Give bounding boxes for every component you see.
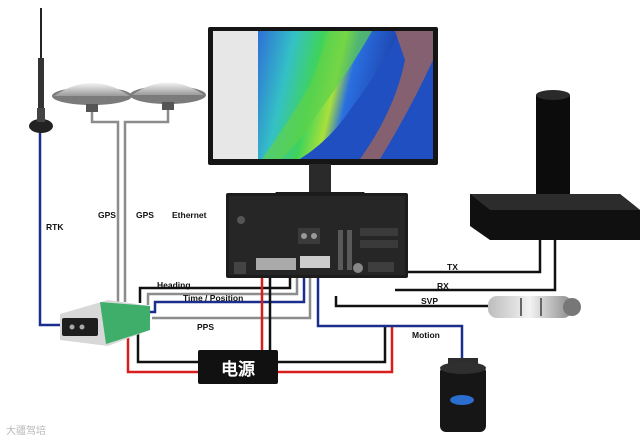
time-position-label: Time / Position bbox=[183, 293, 243, 303]
power-supply-label: 电源 bbox=[221, 355, 255, 380]
rtk-antenna bbox=[29, 8, 53, 133]
watermark: 大疆驾培 bbox=[6, 422, 46, 437]
svp-probe bbox=[488, 296, 581, 318]
motion-label: Motion bbox=[412, 330, 440, 340]
gnss-receiver bbox=[60, 300, 150, 346]
motion-sensor bbox=[440, 358, 486, 432]
gps-label-1: GPS bbox=[98, 210, 116, 220]
monitor bbox=[208, 27, 438, 202]
rx-label: RX bbox=[437, 281, 449, 291]
gps-antenna-2 bbox=[130, 83, 206, 111]
transducer bbox=[470, 90, 640, 240]
pc-tower bbox=[226, 193, 408, 278]
wire-power-red-2 bbox=[278, 326, 392, 372]
wire-tx bbox=[400, 240, 540, 272]
pps-label: PPS bbox=[197, 322, 214, 332]
gps-label-2: GPS bbox=[136, 210, 154, 220]
wire-rx bbox=[395, 240, 555, 290]
ethernet-label: Ethernet bbox=[172, 210, 206, 220]
wire-power-black bbox=[132, 330, 198, 362]
wire-gps-2 bbox=[125, 108, 168, 302]
heading-label: Heading bbox=[157, 280, 191, 290]
svp-label: SVP bbox=[421, 296, 438, 306]
gps-antenna-1 bbox=[52, 83, 132, 112]
wire-power-black-2 bbox=[278, 326, 385, 362]
wire-power-red bbox=[125, 332, 198, 372]
wire-gps-1 bbox=[92, 110, 118, 302]
wire-svp bbox=[336, 296, 488, 306]
power-supply-box: 电源 bbox=[198, 350, 278, 384]
rtk-label: RTK bbox=[46, 222, 63, 232]
tx-label: TX bbox=[447, 262, 458, 272]
